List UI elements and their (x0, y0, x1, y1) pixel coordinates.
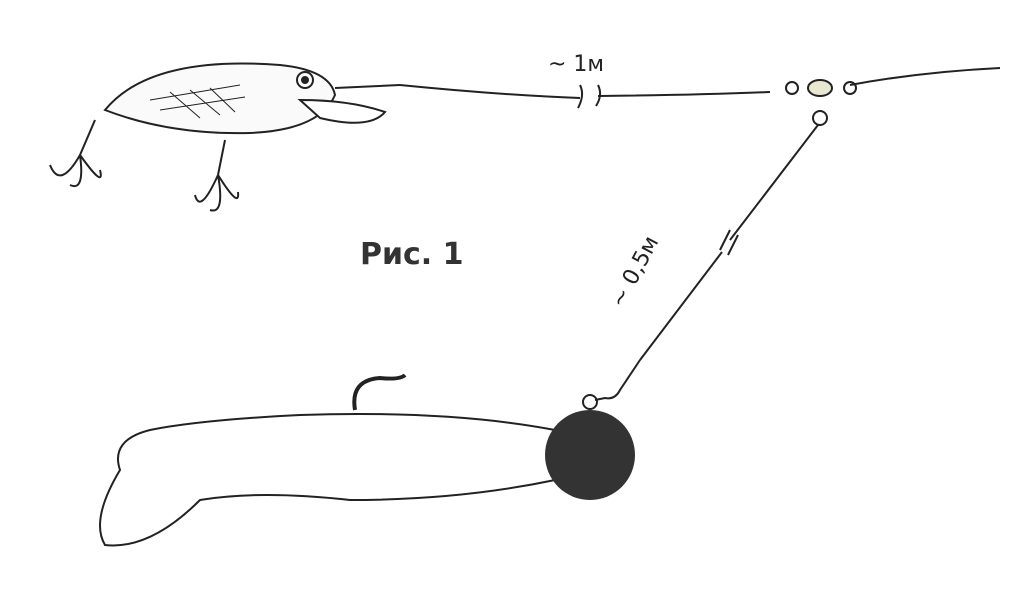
swivel (807, 79, 833, 97)
soft-plastic-bait (99, 413, 556, 547)
upper-leader-length-label: ~ 1м (548, 52, 605, 77)
treble-hook-rear (49, 119, 102, 188)
snap-clip (594, 359, 641, 401)
treble-hook-belly (194, 139, 240, 212)
jig-head-weight (545, 410, 635, 500)
jig-hook (352, 373, 407, 411)
main-line (399, 67, 1001, 99)
figure-caption: Рис. 1 (360, 237, 464, 272)
dropper-line (639, 124, 819, 361)
line-break-mark (577, 84, 602, 109)
crankbait-lure (103, 62, 337, 135)
